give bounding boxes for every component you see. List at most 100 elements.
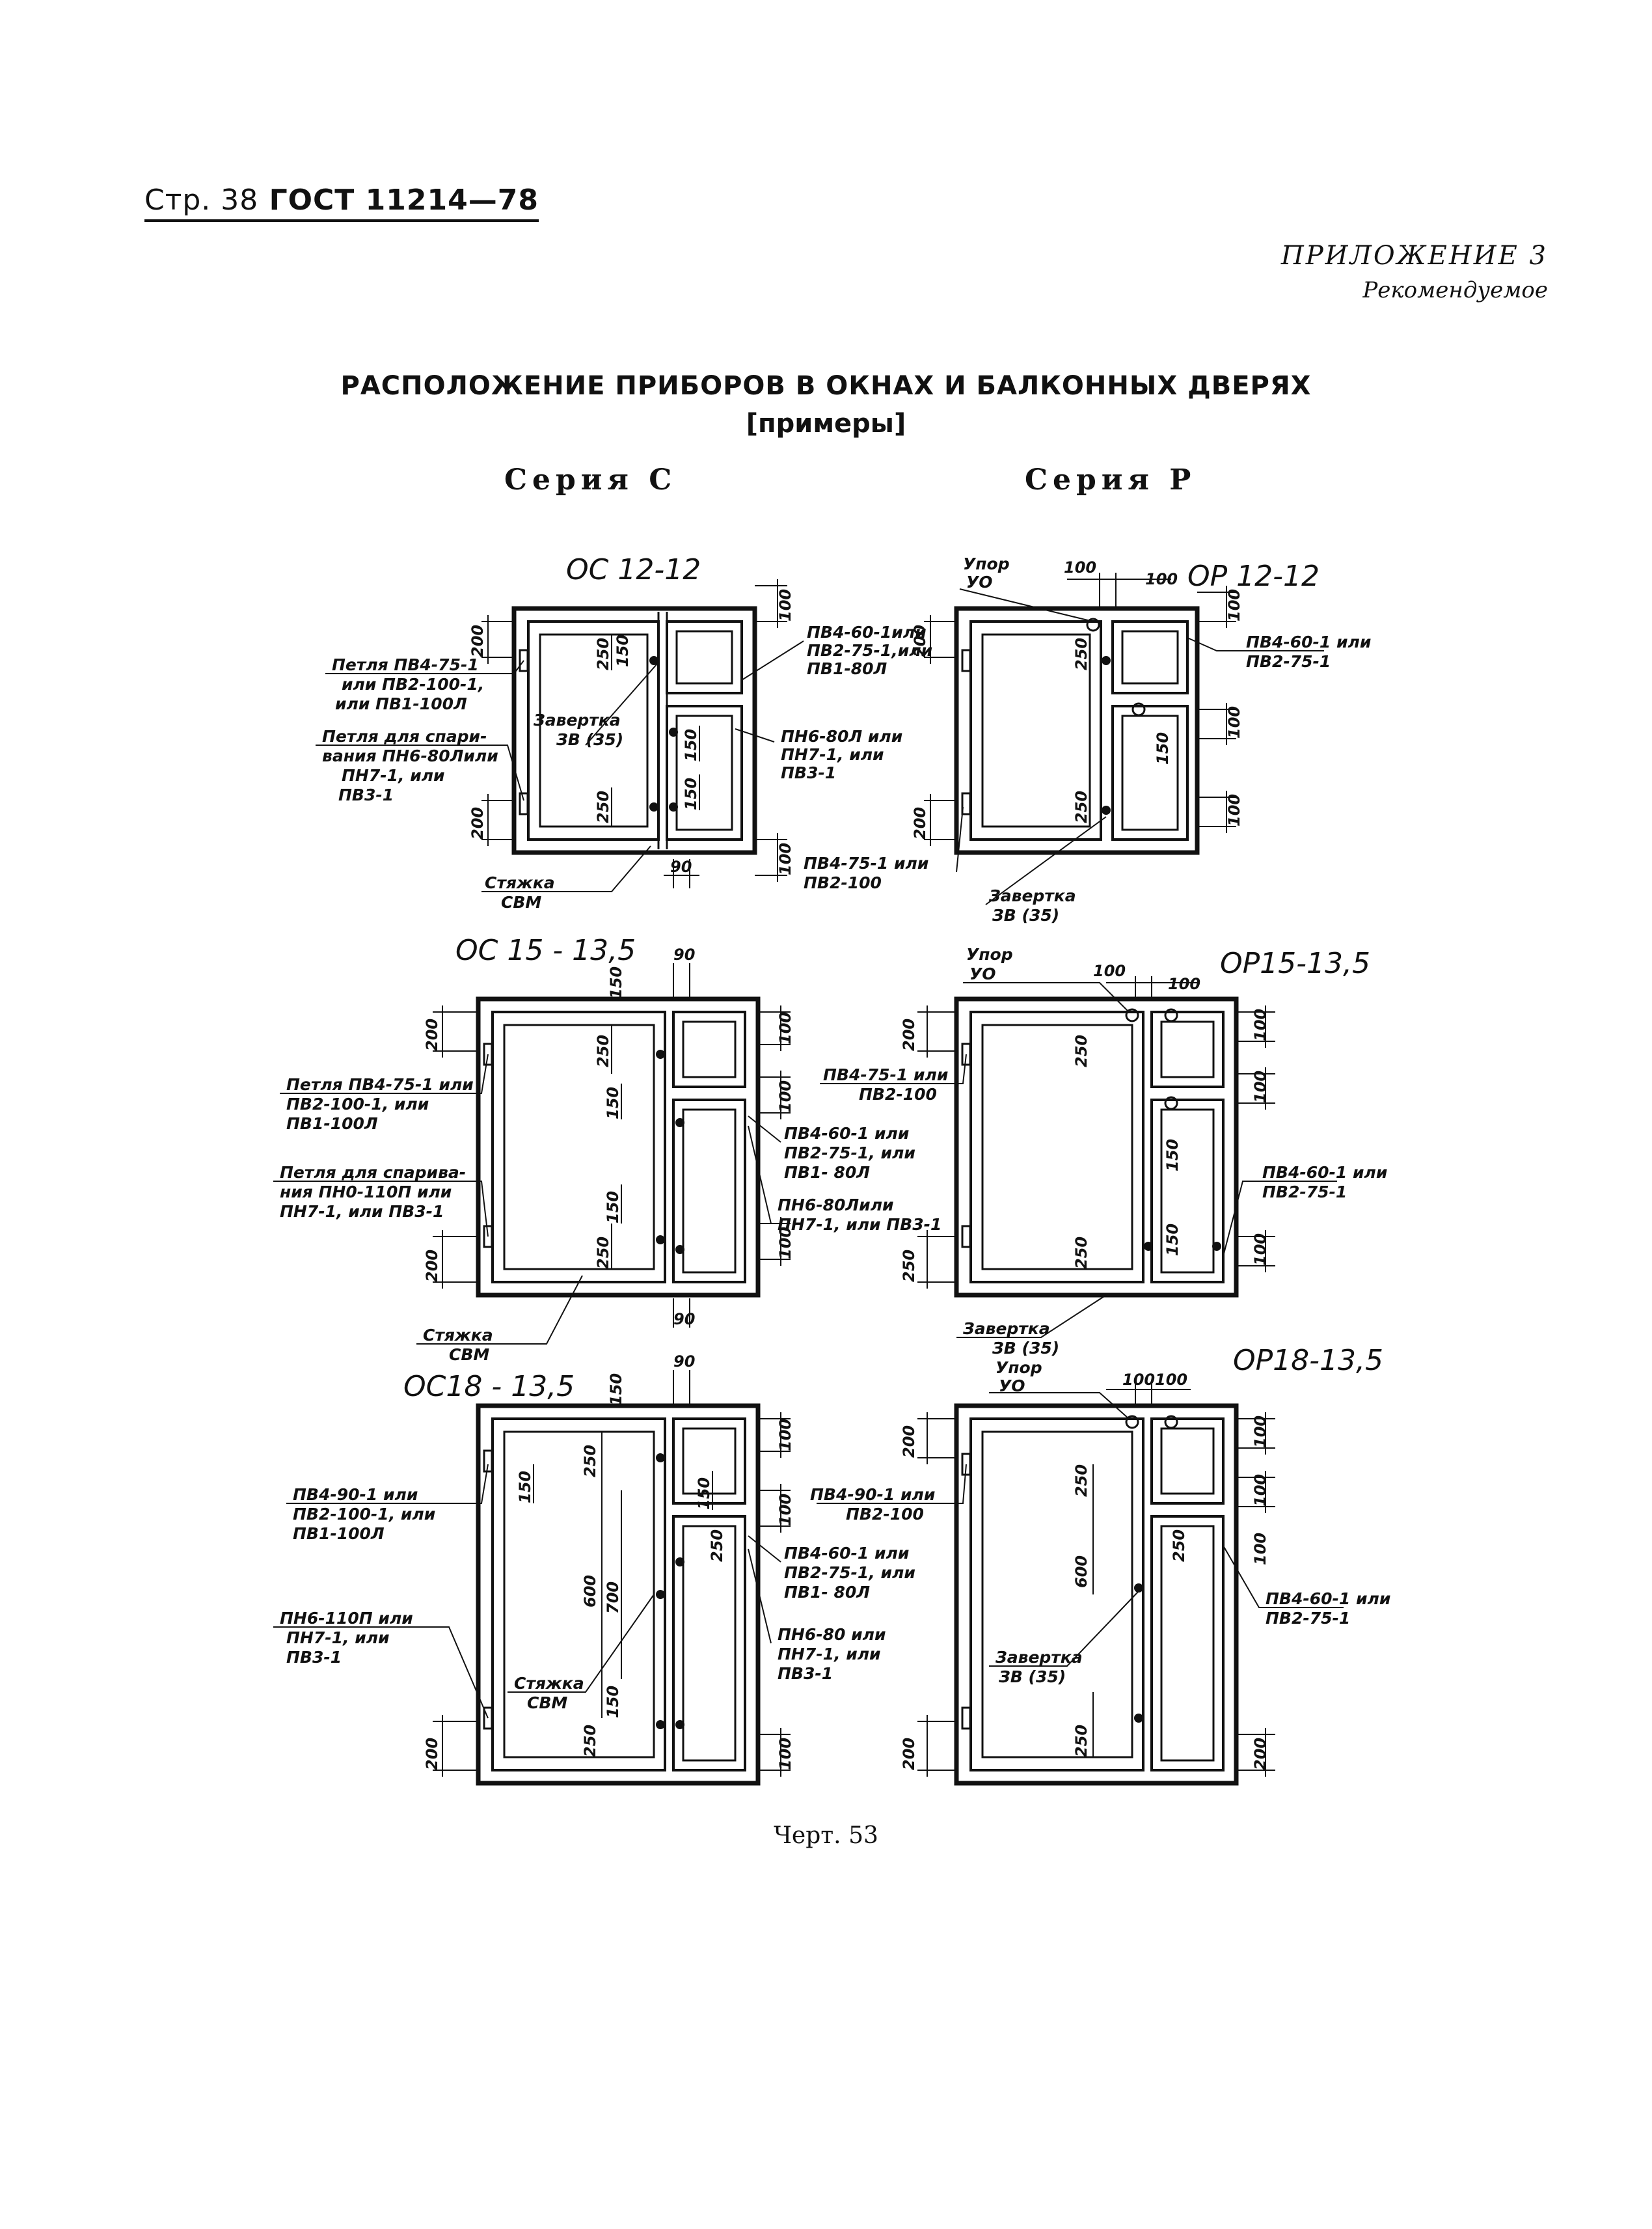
mark-oc-18-13-5: ОС18 - 13,5 xyxy=(403,1370,575,1403)
dim-200: 200 xyxy=(911,625,929,657)
label-pn6-80-1: ПН6-80Л или xyxy=(781,727,902,746)
hardware-oc-12-12 xyxy=(519,649,678,815)
dim-150: 150 xyxy=(604,1686,622,1718)
label-b-pn6-110-3: ПВ3-1 xyxy=(286,1648,342,1667)
mark-op-12-12: ОР 12-12 xyxy=(1187,560,1320,593)
dims-op-12-12 xyxy=(924,573,1236,846)
dim-200: 200 xyxy=(468,625,487,657)
label-m-spar-3: ПН7-1, или ПВ3-1 xyxy=(280,1202,444,1221)
dim-150: 150 xyxy=(695,1477,713,1510)
label-petlya-2: или ПВ2-100-1, xyxy=(342,675,484,694)
label-m-zavertka-1: Завертка xyxy=(962,1319,1050,1338)
label-pv4-60-r2: ПВ2-75-1 xyxy=(1246,652,1331,671)
label-b-pv4-60-3: ПВ1- 80Л xyxy=(784,1583,870,1602)
appendix-title: ПРИЛОЖЕНИЕ 3 xyxy=(1280,241,1548,271)
dim-100: 100 xyxy=(776,1080,794,1113)
dim-200: 200 xyxy=(900,1019,918,1051)
dim-150: 150 xyxy=(1154,732,1172,765)
label-zavertka-r1: Завертка xyxy=(988,886,1076,905)
dim-250: 250 xyxy=(594,1035,612,1067)
dim-90: 90 xyxy=(670,858,692,876)
label-b-pn6-80-2: ПН7-1, или xyxy=(778,1645,881,1663)
dimension-values: 200 200 250 150 250 150 150 100 100 90 2… xyxy=(423,558,1269,1770)
window-oc-15-13-5 xyxy=(476,996,761,1298)
dim-100: 100 xyxy=(776,589,794,622)
label-m-pv4-2: ПВ2-75-1, или xyxy=(784,1143,915,1162)
dim-250: 250 xyxy=(594,791,612,823)
hardware-oc-15-13-5 xyxy=(483,1043,684,1254)
dim-150: 150 xyxy=(1163,1139,1182,1171)
label-b-pv4-60-1: ПВ4-60-1 или xyxy=(784,1544,909,1563)
dim-100: 100 xyxy=(776,1738,794,1770)
label-b-upor-2: УО xyxy=(999,1376,1025,1395)
appendix-block: ПРИЛОЖЕНИЕ 3 Рекомендуемое xyxy=(1281,241,1548,303)
label-m-petlya-1: Петля ПВ4-75-1 или xyxy=(286,1075,474,1094)
label-m-petlya-2: ПВ2-100-1, или xyxy=(286,1095,429,1114)
dim-250: 250 xyxy=(581,1725,599,1757)
dim-200: 200 xyxy=(900,1425,918,1458)
dim-700: 700 xyxy=(604,1581,622,1614)
window-op-12-12 xyxy=(954,606,1200,855)
series-p-heading: Серия Р xyxy=(1025,463,1197,497)
dim-150: 150 xyxy=(516,1471,534,1503)
label-pv4-60-2: ПВ2-75-1,или xyxy=(807,641,932,660)
label-pv4-75-r2: ПВ2-100 xyxy=(804,873,882,892)
label-b-zavertka-1: Завертка xyxy=(995,1648,1083,1667)
leader-lines xyxy=(273,588,1344,1719)
dim-100: 100 xyxy=(1155,1371,1187,1389)
page-number: Стр. 38 xyxy=(144,184,259,217)
label-m-upor-2: УО xyxy=(969,964,996,983)
label-zavertka-r2: ЗВ (35) xyxy=(992,906,1059,925)
label-m-petlya-3: ПВ1-100Л xyxy=(286,1114,378,1133)
dim-100: 100 xyxy=(1251,1474,1269,1507)
dim-250: 250 xyxy=(1170,1529,1188,1562)
label-pv4-75-r1: ПВ4-75-1 или xyxy=(804,854,928,873)
dim-150: 150 xyxy=(682,778,700,810)
series-c-heading: Серия С xyxy=(504,463,677,497)
label-styazhka-2: СВМ xyxy=(501,893,541,912)
dim-250: 250 xyxy=(1072,791,1090,823)
dims-oc-18-13-5 xyxy=(433,1370,791,1777)
page-title: РАСПОЛОЖЕНИЕ ПРИБОРОВ В ОКНАХ И БАЛКОННЫ… xyxy=(340,371,1312,401)
label-zavertka-2: ЗВ (35) xyxy=(556,730,623,749)
dim-250: 250 xyxy=(900,1250,918,1282)
dim-250: 250 xyxy=(581,1445,599,1477)
label-sparivanie-3: ПН7-1, или xyxy=(342,766,445,785)
mark-op-18-13-5: ОР18-13,5 xyxy=(1233,1344,1383,1377)
window-op-18-13-5 xyxy=(954,1403,1239,1786)
dim-100: 100 xyxy=(1225,706,1243,739)
label-b-styazhka-2: СВМ xyxy=(527,1693,567,1712)
dim-100: 100 xyxy=(1225,794,1243,827)
label-m-spar-1: Петля для спарива- xyxy=(280,1163,466,1182)
dim-100: 100 xyxy=(776,1494,794,1526)
dim-100: 100 xyxy=(1145,570,1178,588)
dim-150: 150 xyxy=(607,1373,625,1406)
hardware-op-12-12 xyxy=(961,618,1146,815)
dim-100: 100 xyxy=(776,843,794,875)
label-m-pn6-1: ПН6-80Лили xyxy=(778,1196,894,1214)
label-b-styazhka-1: Стяжка xyxy=(514,1674,584,1693)
label-b-upor-1: Упор xyxy=(995,1358,1042,1377)
dims-oc-15-13-5 xyxy=(433,963,791,1328)
appendix-note: Рекомендуемое xyxy=(1362,277,1548,303)
dim-250: 250 xyxy=(1072,638,1090,670)
dim-100: 100 xyxy=(1251,1533,1269,1565)
label-pv4-60-r1: ПВ4-60-1 или xyxy=(1246,633,1371,651)
mark-op-15-13-5: ОР15-13,5 xyxy=(1220,947,1370,980)
dim-100: 100 xyxy=(1168,975,1200,993)
hardware-op-15-13-5 xyxy=(961,1008,1221,1251)
mark-oc-12-12: ОС 12-12 xyxy=(566,553,701,586)
label-sparivanie-2: вания ПН6-80Лили xyxy=(322,746,498,765)
dim-150: 150 xyxy=(604,1087,622,1119)
dim-600: 600 xyxy=(1072,1555,1090,1588)
dim-90: 90 xyxy=(673,1310,695,1328)
hardware-op-18-13-5 xyxy=(961,1415,1178,1730)
dim-250: 250 xyxy=(1072,1464,1090,1497)
dim-100: 100 xyxy=(1225,589,1243,622)
label-m-pv4-60-r1: ПВ4-60-1 или xyxy=(1262,1163,1387,1182)
dim-150: 150 xyxy=(682,729,700,761)
label-b-pn6-110-2: ПН7-1, или xyxy=(286,1628,390,1647)
dim-100: 100 xyxy=(1251,1233,1269,1266)
label-upor-1: Упор xyxy=(963,554,1010,573)
label-sparivanie-4: ПВ3-1 xyxy=(338,786,394,804)
